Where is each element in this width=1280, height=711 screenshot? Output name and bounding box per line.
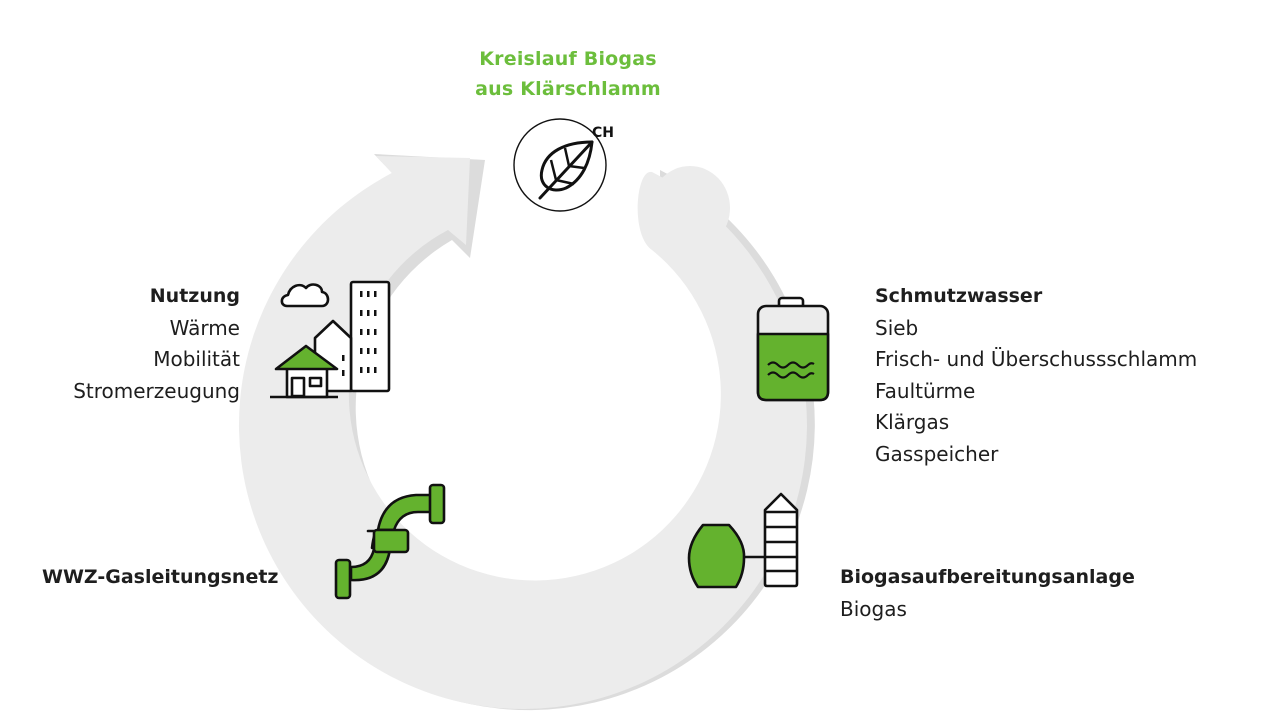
stage-item: Wärme — [169, 315, 240, 340]
stage-heading: Nutzung — [149, 285, 240, 307]
cycle-arrow-body — [238, 156, 807, 709]
cycle-arrow-end-cap — [650, 166, 730, 250]
stage-item: Frisch- und Überschussschlamm — [875, 347, 1198, 371]
title-line-2: aus Klärschlamm — [475, 78, 661, 100]
diagram-title: Kreislauf Biogas aus Klärschlamm — [400, 44, 736, 104]
stage-schmutzwasser: Schmutzwasser Sieb Frisch- und Überschus… — [875, 281, 1197, 470]
title-line-1: Kreislauf Biogas — [479, 48, 657, 70]
stage-biogasaufbereitungsanlage: Biogasaufbereitungsanlage Biogas — [840, 562, 1135, 625]
stage-item: Faultürme — [875, 378, 976, 403]
city-buildings-icon — [270, 280, 391, 399]
cloud-icon — [280, 283, 330, 308]
stage-nutzung: Nutzung Wärme Mobilität Stromerzeugung — [73, 281, 240, 407]
water-tank-icon — [756, 296, 830, 402]
stage-item: Gasspeicher — [875, 441, 999, 466]
stage-item: Biogas — [840, 596, 907, 621]
stage-gasleitungsnetz: WWZ-Gasleitungsnetz — [42, 562, 278, 594]
stage-item: Mobilität — [153, 347, 240, 371]
stage-heading: Schmutzwasser — [875, 285, 1043, 307]
stage-item: Sieb — [875, 315, 919, 340]
stage-heading: Biogasaufbereitungsanlage — [840, 566, 1135, 588]
gas-pipe-icon — [334, 483, 446, 600]
stage-item: Stromerzeugung — [73, 378, 240, 403]
ch-label: CH — [592, 125, 614, 141]
biogas-plant-icon — [687, 492, 799, 589]
stage-heading: WWZ-Gasleitungsnetz — [42, 566, 279, 588]
stage-item: Klärgas — [875, 410, 950, 434]
cycle-arrow — [238, 154, 815, 711]
leaf-icon: CH — [513, 118, 614, 212]
